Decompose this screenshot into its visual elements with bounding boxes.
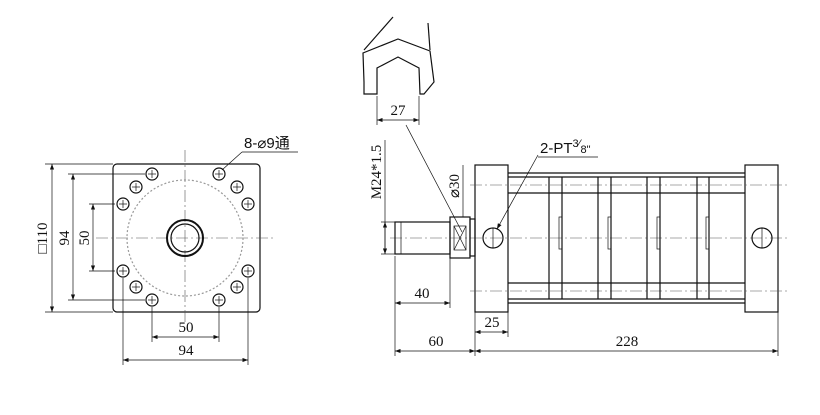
hole-callout: 8-⌀9通	[244, 135, 290, 152]
nut-diameter: ⌀30	[447, 174, 463, 198]
bolt-hole	[116, 197, 130, 211]
side-view: 2-PT3⁄8" M24*1.5 ⌀30 40 25 60 228	[369, 138, 790, 356]
bolt-hole	[116, 264, 130, 278]
bolt-hole	[145, 293, 159, 307]
dim-27: 27	[391, 103, 407, 119]
dim-square-110: □110	[35, 222, 51, 253]
front-view: □110 94 50 50 94 8-⌀9通	[35, 135, 298, 365]
dim-40: 40	[415, 286, 430, 302]
body-circle	[126, 179, 244, 297]
wrench-detail: 27	[362, 16, 463, 233]
bolt-hole	[212, 167, 226, 181]
thread-spec: M24*1.5	[369, 145, 385, 200]
front-cover	[474, 164, 509, 313]
rear-cover	[744, 164, 779, 313]
dim-50-vertical: 50	[77, 231, 93, 246]
rod-bore	[166, 219, 204, 257]
section-slot	[607, 216, 612, 250]
bolt-hole	[230, 280, 244, 294]
bolt-hole	[212, 293, 226, 307]
section-slot	[558, 216, 563, 250]
section-slot	[705, 216, 710, 250]
section-slot	[656, 216, 661, 250]
piston-sections	[548, 177, 710, 299]
bolt-holes	[116, 167, 255, 307]
dim-60: 60	[429, 334, 444, 350]
dim-94-vertical: 94	[57, 230, 73, 246]
dim-94-horizontal: 94	[179, 343, 195, 359]
dim-50-horizontal: 50	[179, 320, 194, 336]
bolt-hole	[129, 280, 143, 294]
bolt-hole	[129, 180, 143, 194]
dim-25: 25	[485, 315, 500, 331]
dim-228: 228	[616, 334, 639, 350]
bolt-hole	[230, 180, 244, 194]
bolt-hole	[145, 167, 159, 181]
bolt-hole	[241, 264, 255, 278]
bolt-hole	[241, 197, 255, 211]
port-callout: 2-PT3⁄8"	[540, 138, 591, 157]
